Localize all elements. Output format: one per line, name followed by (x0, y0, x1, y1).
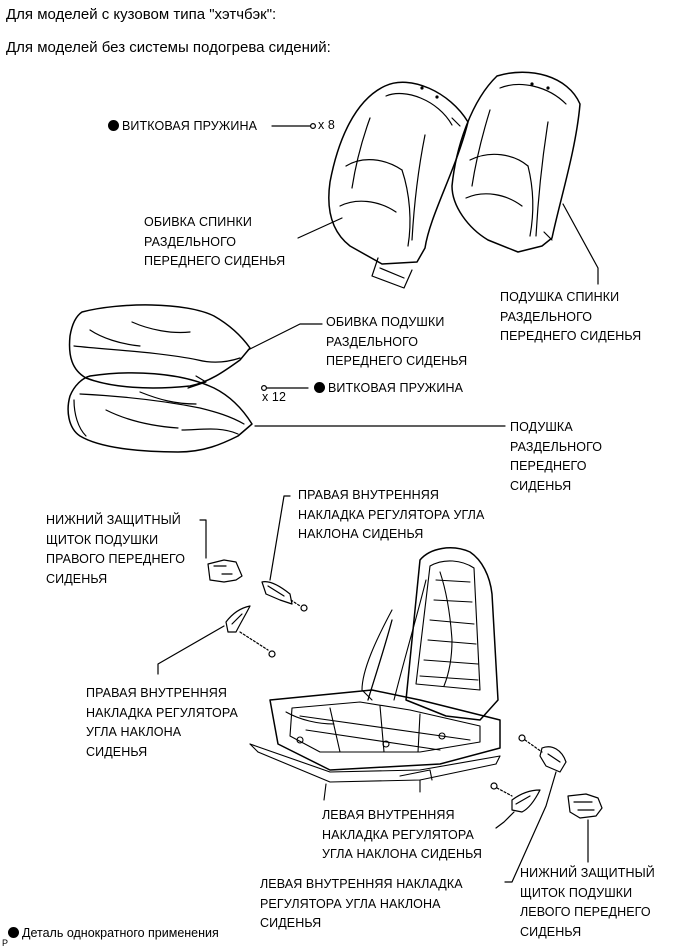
single-use-dot-icon (8, 927, 19, 938)
single-use-dot-icon (108, 120, 119, 131)
cushion-pad-label: ПОДУШКА РАЗДЕЛЬНОГО ПЕРЕДНЕГО СИДЕНЬЯ (510, 420, 603, 493)
left-inner-cover-mid-leader (495, 811, 515, 829)
left-inner-cover-mid-label: ЛЕВАЯ ВНУТРЕННЯЯ НАКЛАДКА РЕГУЛЯТОРА УГЛ… (322, 808, 482, 861)
cushion-cover-drawing (68, 304, 251, 389)
right-inner-cover-top-leader (269, 495, 291, 581)
single-use-dot-icon (314, 382, 325, 393)
legend: Деталь однократного применения (8, 926, 219, 940)
cushion-cover-label: ОБИВКА ПОДУШКИ РАЗДЕЛЬНОГО ПЕРЕДНЕГО СИД… (326, 315, 468, 368)
spring-top-label: ВИТКОВАЯ ПРУЖИНА (108, 117, 257, 137)
back-cover-leader (297, 217, 343, 239)
left-lower-shield-drawing (567, 793, 603, 819)
seatback-cover-drawing (328, 81, 469, 289)
left-inner-cover-bottom-label: ЛЕВАЯ ВНУТРЕННЯЯ НАКЛАДКА РЕГУЛЯТОРА УГЛ… (260, 877, 463, 930)
legend-text: Деталь однократного применения (22, 926, 219, 940)
left-inner-cover-bottom-leader (504, 771, 557, 883)
header-models-hatchback: Для моделей с кузовом типа "хэтчбэк": (6, 6, 277, 23)
back-pad-leader (562, 203, 599, 285)
back-pad-label: ПОДУШКА СПИНКИ РАЗДЕЛЬНОГО ПЕРЕДНЕГО СИД… (500, 290, 642, 343)
left-inner-cover-upper-drawing (518, 734, 567, 773)
right-lower-shield-leader (199, 519, 207, 559)
right-lower-shield-drawing (207, 559, 243, 583)
right-inner-cover-left-label: ПРАВАЯ ВНУТРЕННЯЯ НАКЛАДКА РЕГУЛЯТОРА УГ… (86, 686, 238, 759)
corner-mark: P (2, 938, 9, 948)
right-inner-cover-left-drawing (225, 605, 276, 658)
spring-mid-qty: x 12 (262, 390, 287, 404)
spring-top-qty: x 8 (318, 118, 335, 132)
back-cover-label: ОБИВКА СПИНКИ РАЗДЕЛЬНОГО ПЕРЕДНЕГО СИДЕ… (144, 215, 286, 268)
left-lower-shield-label: НИЖНИЙ ЗАЩИТНЫЙ ЩИТОК ПОДУШКИ ЛЕВОГО ПЕР… (520, 866, 655, 939)
cushion-cover-leader (247, 323, 323, 351)
cushion-pad-drawing (67, 372, 253, 453)
left-inner-cover-lower-drawing (490, 782, 541, 813)
header-models-no-heating: Для моделей без системы подогрева сидени… (6, 39, 331, 56)
seatback-pad-drawing (451, 71, 581, 253)
seat-frame-drawing (249, 547, 501, 801)
spring-top-ring-icon (310, 122, 317, 129)
right-inner-cover-top-label: ПРАВАЯ ВНУТРЕННЯЯ НАКЛАДКА РЕГУЛЯТОРА УГ… (298, 488, 485, 541)
right-inner-cover-top-drawing (261, 581, 308, 612)
right-lower-shield-label: НИЖНИЙ ЗАЩИТНЫЙ ЩИТОК ПОДУШКИ ПРАВОГО ПЕ… (46, 513, 186, 586)
spring-mid-label: ВИТКОВАЯ ПРУЖИНА (314, 379, 463, 399)
right-inner-cover-left-leader (157, 625, 225, 675)
